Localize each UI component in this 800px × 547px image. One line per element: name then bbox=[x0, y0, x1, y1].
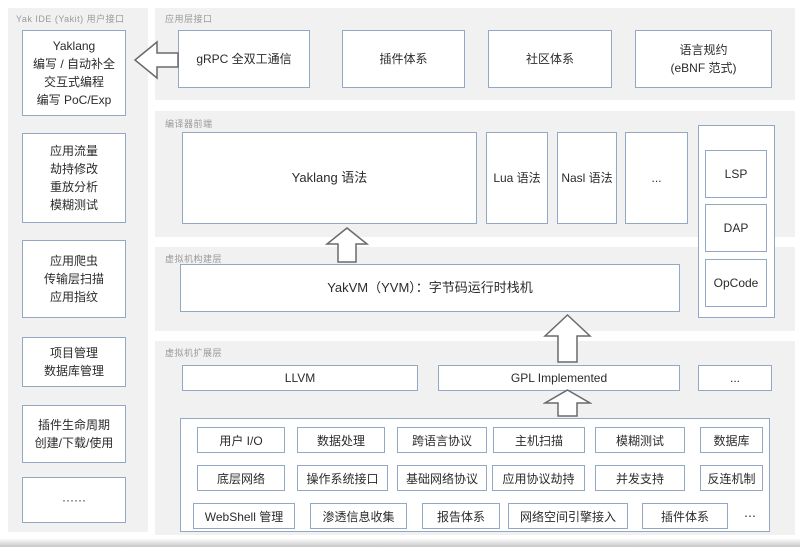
box-lua-syntax: Lua 语法 bbox=[486, 132, 548, 224]
box-yakvm: YakVM（YVM）：字节码运行时栈机 bbox=[180, 264, 680, 312]
grid-cell-reporting: 报告体系 bbox=[422, 503, 500, 529]
sidebar-box-plugin-lifecycle: 插件生命周期 创建/下载/使用 bbox=[22, 405, 126, 463]
grid-cell-basic-protocols: 基础网络协议 bbox=[397, 465, 487, 491]
box-yaklang-syntax: Yaklang 语法 bbox=[182, 132, 477, 224]
sidebar-box-crawler: 应用爬虫 传输层扫描 应用指纹 bbox=[22, 240, 126, 318]
sidebar-box-more: ······ bbox=[22, 477, 126, 523]
grid-cell-database: 数据库 bbox=[700, 427, 763, 453]
box-community: 社区体系 bbox=[488, 30, 612, 88]
grid-cell-os-interface: 操作系统接口 bbox=[297, 465, 388, 491]
box-llvm: LLVM bbox=[182, 365, 418, 391]
grid-cell-cyberspace-engine: 网络空间引擎接入 bbox=[508, 503, 628, 529]
grid-cell-fuzzing: 模糊测试 bbox=[595, 427, 685, 453]
window-bottom-shadow bbox=[0, 538, 800, 547]
grid-cell-reverse-connection: 反连机制 bbox=[700, 465, 763, 491]
grid-cell-webshell: WebShell 管理 bbox=[193, 503, 295, 529]
box-opcode: OpCode bbox=[705, 259, 767, 307]
sidebar-box-yaklang-editing: Yaklang 编写 / 自动补全 交互式编程 编写 PoC/Exp bbox=[22, 30, 126, 116]
app-layer-label: 应用层接口 bbox=[165, 14, 213, 24]
grid-cell-low-level-network: 底层网络 bbox=[197, 465, 285, 491]
ext-layer-label: 虚拟机扩展层 bbox=[165, 348, 223, 358]
up-arrow-vm-icon bbox=[543, 313, 592, 363]
left-arrow-icon bbox=[133, 40, 179, 80]
sidebar-box-project: 项目管理 数据库管理 bbox=[22, 337, 126, 387]
box-grpc: gRPC 全双工通信 bbox=[178, 30, 310, 88]
compiler-layer-label: 编译器前端 bbox=[165, 119, 213, 129]
sidebar-box-traffic: 应用流量 劫持修改 重放分析 模糊测试 bbox=[22, 133, 126, 223]
grid-cell-data-processing: 数据处理 bbox=[297, 427, 385, 453]
grid-cell-plugin-system: 插件体系 bbox=[642, 503, 728, 529]
grid-cell-user-io: 用户 I/O bbox=[197, 427, 285, 453]
grid-cell-cross-language: 跨语言协议 bbox=[397, 427, 487, 453]
grid-cell-concurrency: 并发支持 bbox=[595, 465, 685, 491]
box-syntax-more: ... bbox=[625, 132, 688, 224]
box-ext-more: ... bbox=[698, 365, 772, 391]
box-lsp: LSP bbox=[705, 150, 767, 198]
grid-cell-host-scan: 主机扫描 bbox=[493, 427, 585, 453]
box-nasl-syntax: Nasl 语法 bbox=[557, 132, 617, 224]
box-gpl-implemented: GPL Implemented bbox=[438, 365, 680, 391]
vm-layer-label: 虚拟机构建层 bbox=[165, 254, 223, 264]
grid-cell-recon: 渗透信息收集 bbox=[310, 503, 407, 529]
grid-cell-more: ⋯ bbox=[744, 509, 756, 523]
grid-cell-protocol-hijack: 应用协议劫持 bbox=[492, 465, 585, 491]
sidebar-label: Yak IDE (Yakit) 用户接口 bbox=[16, 14, 125, 24]
box-dap: DAP bbox=[705, 204, 767, 252]
up-arrow-compiler-icon bbox=[325, 227, 369, 263]
box-plugin-system: 插件体系 bbox=[342, 30, 465, 88]
up-arrow-ext-icon bbox=[543, 389, 592, 417]
box-language-spec: 语言规约 (eBNF 范式) bbox=[635, 30, 772, 88]
